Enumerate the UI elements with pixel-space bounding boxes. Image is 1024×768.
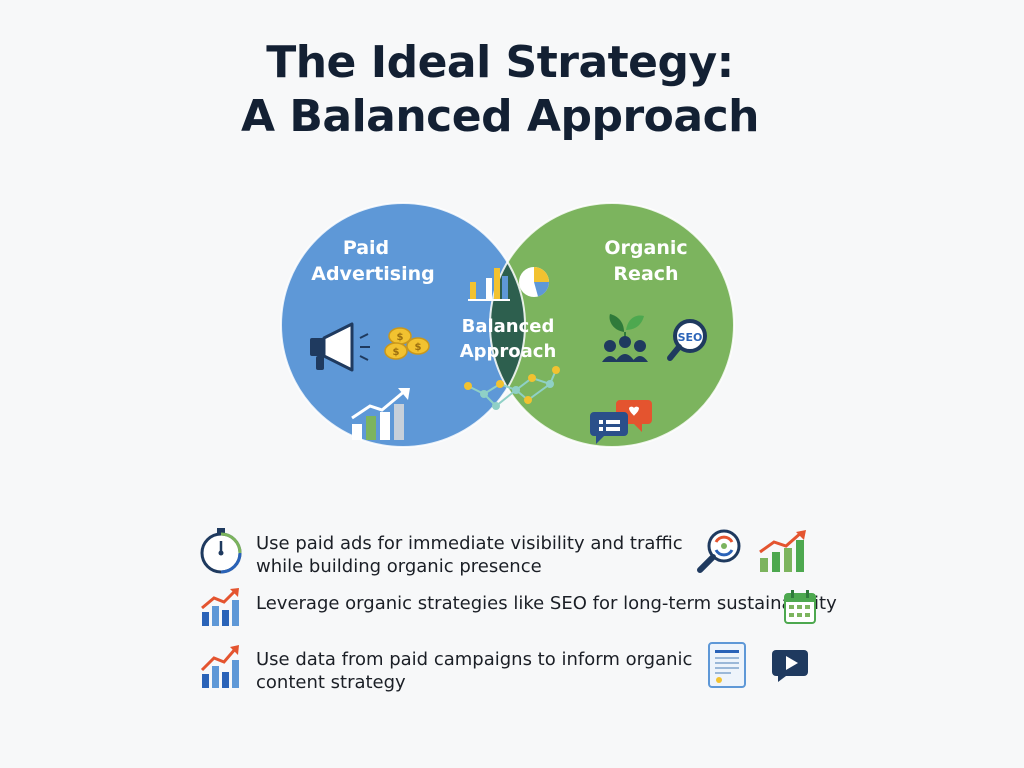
bullet-2-line-1: Leverage organic strategies like SEO for… (256, 593, 837, 614)
svg-text:$: $ (393, 347, 400, 358)
calendar-icon (784, 590, 816, 624)
balanced-label-line-1: Balanced (462, 316, 555, 337)
document-icon (708, 642, 746, 688)
bullet-text-3: Use data from paid campaigns to inform o… (256, 648, 692, 694)
megaphone-icon (310, 322, 370, 372)
balanced-label-line-2: Approach (460, 341, 557, 362)
network-icon (464, 366, 560, 410)
bullet-3-line-2: content strategy (256, 672, 406, 693)
coins-icon: $ $ $ (384, 327, 430, 360)
seo-magnifier-icon: SEO (667, 319, 707, 361)
title-line-1: The Ideal Strategy: (266, 37, 734, 88)
stopwatch-icon (200, 528, 242, 574)
svg-text:$: $ (397, 332, 404, 343)
magnifier-icon (697, 529, 741, 573)
organic-label-line-2: Reach (613, 263, 678, 285)
chat-bubbles-icon (590, 400, 652, 444)
bullet-3-line-1: Use data from paid campaigns to inform o… (256, 649, 693, 670)
bullet-text-2: Leverage organic strategies like SEO for… (256, 592, 837, 615)
plant-people-icon (602, 314, 648, 362)
bullet-1-line-1: Use paid ads for immediate visibility an… (256, 533, 683, 554)
title-line-2: A Balanced Approach (240, 91, 760, 142)
video-icon (772, 650, 808, 682)
venn-diagram: Paid Advertising Organic Reach Balanced … (280, 202, 735, 448)
bar-chart-icon (468, 268, 510, 301)
trend-chart-icon (201, 588, 239, 626)
pie-chart-icon (519, 267, 550, 297)
svg-text:$: $ (415, 342, 422, 353)
page-title: The Ideal Strategy: A Balanced Approach (0, 36, 1000, 144)
organic-label-line-1: Organic (604, 237, 687, 259)
svg-text:SEO: SEO (678, 331, 703, 344)
bullet-text-1: Use paid ads for immediate visibility an… (256, 532, 683, 578)
growth-chart-icon (351, 388, 410, 440)
trend-chart-icon (200, 645, 239, 688)
paid-label-line-1: Paid (343, 237, 389, 259)
bullet-1-line-2: while building organic presence (256, 556, 542, 577)
bar-growth-icon (759, 530, 806, 572)
paid-label-line-2: Advertising (311, 263, 435, 285)
